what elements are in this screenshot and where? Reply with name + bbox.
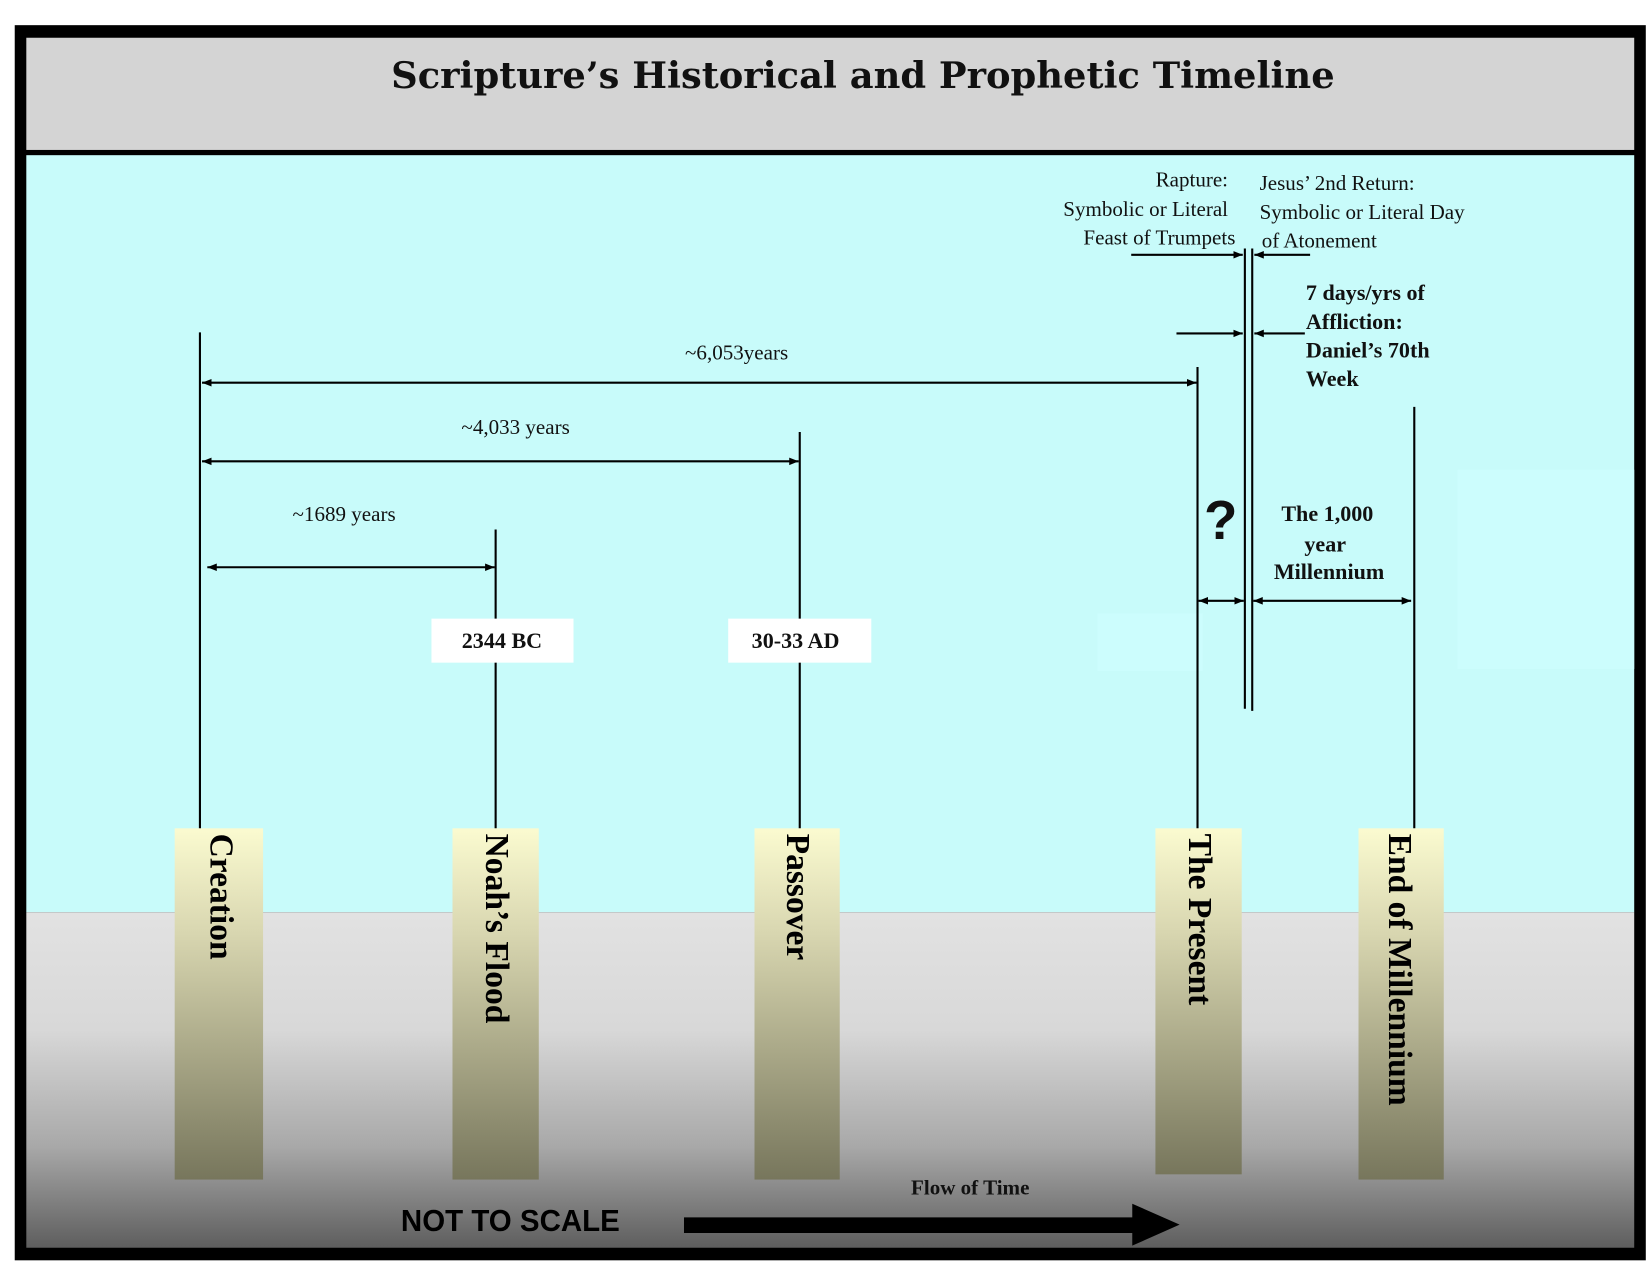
pillar-creation: Creation [174, 828, 264, 1180]
pillar-present: The Present [1155, 828, 1242, 1175]
sky-patch [1457, 469, 1635, 669]
sky-background [26, 155, 1635, 913]
pillar-label-end: End of Millennium [1381, 834, 1418, 1106]
pillar-flood: Noah’s Flood [452, 828, 539, 1180]
millennium-label: The 1,000 year Millennium [1274, 501, 1384, 584]
flood-date: 2344 BC [462, 628, 542, 653]
flood-date-box [431, 618, 574, 663]
flow-of-time-arrow [683, 1203, 1180, 1246]
return-label: Jesus’ 2nd Return: Symbolic or Literal D… [1260, 171, 1470, 253]
pillar-label-creation: Creation [202, 834, 239, 960]
pillar-label-flood: Noah’s Flood [478, 834, 515, 1024]
affliction-label: 7 days/yrs of Affliction: Daniel’s 70th … [1306, 280, 1435, 391]
not-to-scale-label: NOT TO SCALE [401, 1204, 620, 1238]
header-band [26, 37, 1635, 150]
passover-date-box [728, 618, 872, 663]
sky-patch [1097, 613, 1203, 672]
rapture-label: Rapture: Symbolic or Literal Feast of Tr… [1063, 168, 1235, 250]
pillar-label-present: The Present [1181, 834, 1218, 1007]
unknown-gap-mark: ? [1204, 490, 1237, 551]
pillar-passover: Passover [754, 828, 840, 1180]
page-title: Scripture’s Historical and Prophetic Tim… [391, 53, 1335, 97]
span-label-passover: ~4,033 years [461, 415, 569, 439]
pillar-label-passover: Passover [779, 834, 816, 961]
span-label-total: ~6,053years [685, 341, 788, 365]
pillar-end-millennium: End of Millennium [1358, 828, 1444, 1180]
passover-date: 30-33 AD [752, 628, 840, 653]
span-label-flood: ~1689 years [293, 502, 396, 526]
flow-of-time-label: Flow of Time [911, 1175, 1029, 1199]
